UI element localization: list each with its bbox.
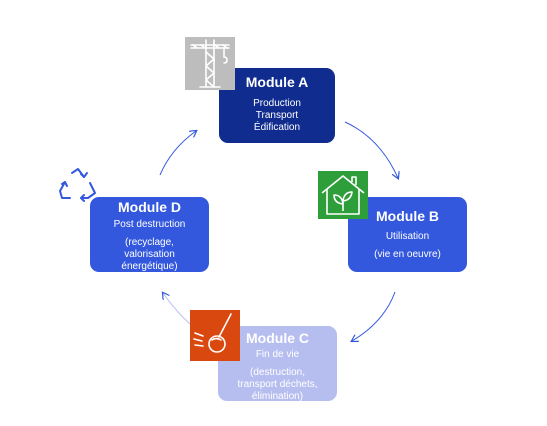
- module-d-line-1: Post destruction: [113, 219, 186, 230]
- wrecking-ball-icon: [190, 310, 240, 361]
- module-b-line-2: (vie en oeuvre): [374, 249, 441, 260]
- module-a-box: Module A Production Transport Édificatio…: [219, 68, 335, 143]
- module-c-line-1: Fin de vie: [255, 349, 300, 360]
- module-d-box: Module D Post destruction (recyclage, va…: [90, 197, 209, 272]
- module-a-line-1: Production: [253, 98, 301, 109]
- arrow-b-to-c: [352, 291, 396, 341]
- module-d-line-2: (recyclage,: [125, 237, 174, 248]
- module-d-line-3: valorisation: [124, 249, 175, 260]
- module-d-title: Module D: [118, 199, 181, 215]
- arrow-a-to-b: [344, 121, 398, 178]
- module-a-title: Module A: [245, 74, 309, 90]
- module-b-line-1: Utilisation: [385, 231, 430, 242]
- module-a-line-2: Transport: [255, 110, 299, 121]
- module-c-box: Module C Fin de vie (destruction, transp…: [218, 326, 337, 402]
- module-c-line-4: élimination): [251, 391, 304, 402]
- construction-crane-icon: [185, 37, 235, 90]
- module-a-line-3: Édification: [253, 122, 301, 133]
- recycling-icon: [58, 167, 98, 203]
- module-c-line-3: transport déchets,: [237, 379, 318, 390]
- arrow-d-to-a: [159, 131, 196, 176]
- module-b-title: Module B: [376, 208, 439, 224]
- module-c-line-2: (destruction,: [249, 367, 306, 378]
- module-c-title: Module C: [246, 330, 309, 346]
- green-house-icon: [318, 171, 368, 219]
- module-d-line-4: énergétique): [121, 261, 178, 272]
